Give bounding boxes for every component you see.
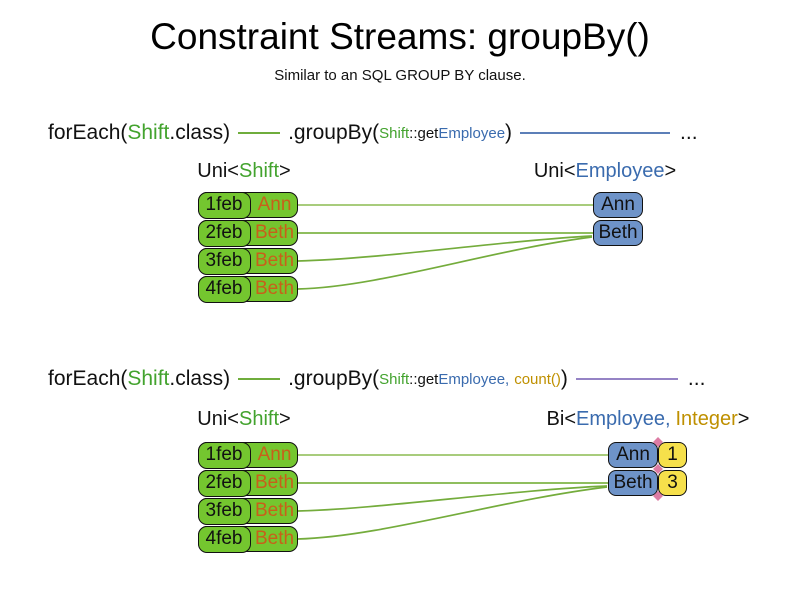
link-line-s1-3feb-beth [297,235,593,262]
employee-result-box: Beth [593,220,643,246]
employee-result-box: Ann [593,192,643,218]
link-line-s2-3feb-beth [297,485,608,512]
shift-row: 2feb Beth [197,469,298,497]
count-result-box: 3 [658,470,687,496]
shift-row: 1feb Ann [197,441,298,469]
shift-employee-cell: Beth [254,528,295,549]
result-type2-suffix: > [737,408,750,430]
link-line-s2-4feb-beth [297,486,608,540]
shift-employee-cell: Ann [257,444,292,465]
shift-table-2: 1feb Ann 2feb Beth 3feb Beth 4feb Beth [197,441,298,554]
shift-row: 4feb Beth [197,525,298,553]
shift-employee-cell: Beth [254,472,295,493]
shift-date-cell: 2feb [197,219,251,247]
shift-date-cell: 2feb [197,469,251,497]
code1-ellipsis: ... [680,121,698,144]
result-type1-suffix: > [664,160,677,182]
pair-row: Ann 1 [608,442,688,468]
code1-groupby-close: ) [505,121,513,144]
pair-row: Beth 3 [608,470,688,496]
shift-employee-cell: Beth [254,222,295,243]
code1-foreach-open: forEach( [48,121,128,144]
result-type1-param: Employee [575,160,665,182]
shift-row: 3feb Beth [197,497,298,525]
shift-date-cell: 1feb [197,191,251,219]
code1-key-class: Shift [379,124,410,142]
shift-row: 3feb Beth [197,247,298,275]
code1-blue-stream-line [520,132,671,134]
code2-collector: count() [514,370,561,388]
result-type1-prefix: Uni< [533,160,576,182]
code2-purple-stream-line [575,378,678,380]
code1-key-accessor: ::get [409,124,439,142]
result-type2-prefix: Bi< [546,408,576,430]
shift-date-cell: 3feb [197,497,251,525]
code1-foreach-class: Shift [127,121,170,144]
source-type-label-2: Uni<Shift> [168,408,320,431]
code2-key-accessor: ::get [409,370,439,388]
source-type1-suffix: > [279,160,291,182]
shift-row: 4feb Beth [197,275,298,303]
code1-foreach-close: .class) [169,121,231,144]
code2-arg-separator: , [505,370,510,388]
result-type2-param1: Employee [576,408,665,430]
shift-employee-cell: Beth [254,250,295,271]
source-type1-prefix: Uni< [197,160,239,182]
source-type-label-1: Uni<Shift> [168,160,320,183]
code2-green-connector-line [238,378,281,380]
code2-groupby-open: .groupBy( [288,367,380,390]
source-type2-prefix: Uni< [197,408,239,430]
shift-row: 2feb Beth [197,219,298,247]
code1-green-connector-line [238,132,281,134]
source-type2-param: Shift [238,408,280,430]
code2-key-class: Shift [379,370,410,388]
code1-key-property: Employee [438,124,506,142]
shift-date-cell: 4feb [197,525,251,553]
result-type-label-2: Bi<Employee,Integer> [498,408,798,431]
source-type2-suffix: > [279,408,291,430]
code-line-2: forEach(Shift.class) .groupBy(Shift::get… [48,367,705,391]
code2-foreach-class: Shift [127,367,170,390]
shift-employee-cell: Beth [254,500,295,521]
link-line-s1-4feb-beth [297,236,593,290]
shift-date-cell: 1feb [197,441,251,469]
result-type2-param2: Integer [675,408,738,430]
shift-employee-cell: Ann [257,194,292,215]
code2-key-property: Employee [438,370,506,388]
code1-groupby-open: .groupBy( [288,121,380,144]
source-type1-param: Shift [238,160,280,182]
page-title: Constraint Streams: groupBy() [150,16,650,57]
shift-employee-cell: Beth [254,278,295,299]
result-type-label-1: Uni<Employee> [505,160,705,183]
shift-date-cell: 3feb [197,247,251,275]
code-line-1: forEach(Shift.class) .groupBy(Shift::get… [48,121,698,145]
page-subtitle: Similar to an SQL GROUP BY clause. [274,67,526,84]
code2-foreach-close: .class) [169,367,231,390]
code2-ellipsis: ... [687,367,706,390]
code2-foreach-open: forEach( [48,367,128,390]
result-type2-separator: , [664,408,671,430]
employee-result-box: Beth [608,470,658,496]
employee-result-box: Ann [608,442,658,468]
shift-date-cell: 4feb [197,275,251,303]
code2-groupby-close: ) [560,367,568,390]
shift-row: 1feb Ann [197,191,298,219]
shift-table-1: 1feb Ann 2feb Beth 3feb Beth 4feb Beth [197,191,298,304]
pair-result-table: Ann 1 Beth 3 [608,437,688,501]
count-result-box: 1 [658,442,687,468]
